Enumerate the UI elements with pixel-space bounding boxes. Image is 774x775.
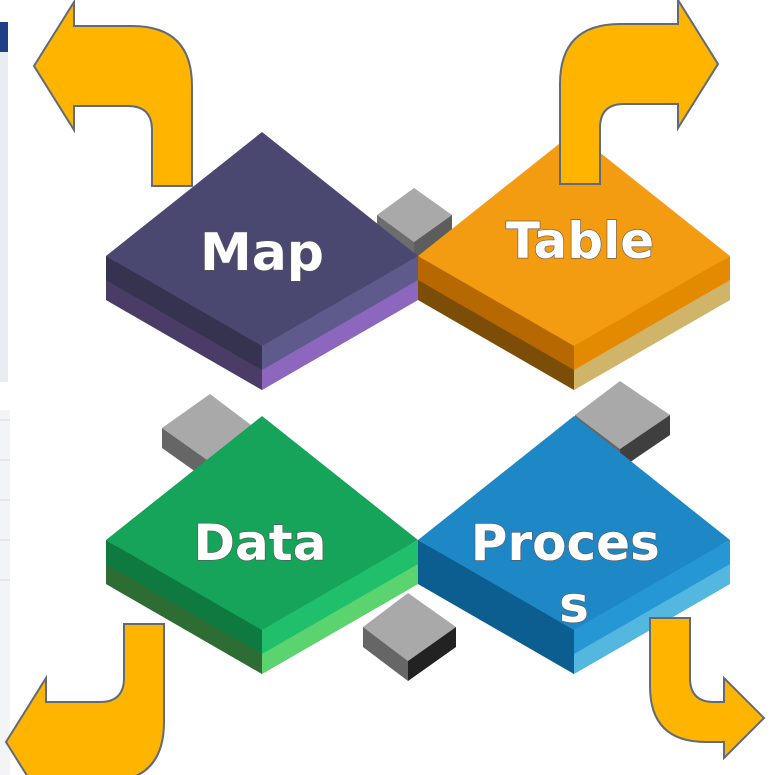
- map-label: Map: [200, 223, 324, 283]
- arrow-top-right: [559, 0, 720, 185]
- process-label: Proces s: [471, 514, 677, 634]
- map-tile: Map: [106, 132, 418, 390]
- process-label-line-2: s: [559, 576, 589, 634]
- connector-bottom: [363, 593, 456, 681]
- process-label-line-1: Proces: [471, 514, 660, 572]
- arrow-bottom-right: [649, 617, 766, 761]
- arrow-top-left: [32, 0, 193, 187]
- arrow-bottom-left: [4, 623, 165, 775]
- table-tile: Table: [418, 132, 730, 390]
- table-label: Table: [506, 212, 654, 270]
- data-tile: Data: [106, 416, 418, 674]
- data-label: Data: [194, 514, 327, 572]
- background-panel: [0, 22, 10, 775]
